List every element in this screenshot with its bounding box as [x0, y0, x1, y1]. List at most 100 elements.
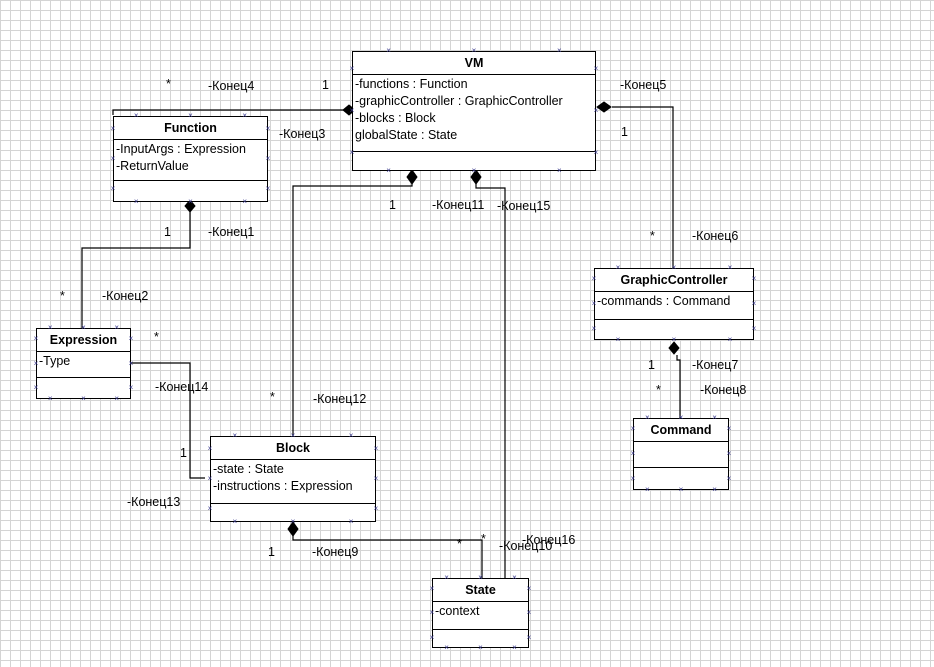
- end-label: -Конец4: [208, 79, 255, 93]
- end-label: -Конец12: [313, 392, 367, 406]
- selection-handle-icon: ×: [429, 583, 435, 593]
- selection-handle-icon: ×: [444, 643, 449, 652]
- end-label: -Конец15: [497, 199, 551, 213]
- selection-handle-icon: ×: [727, 335, 733, 344]
- selection-handle-icon: ×: [265, 123, 271, 133]
- composition-diamond: [596, 101, 612, 113]
- attribute-compartment: [634, 442, 728, 468]
- selection-handle-icon: ×: [712, 413, 717, 422]
- end-label: -Конец3: [279, 127, 326, 141]
- attribute-compartment: -context: [433, 602, 528, 630]
- selection-handle-icon: ×: [128, 358, 134, 368]
- selection-handle-icon: ×: [615, 263, 621, 272]
- selection-handle-icon: ×: [471, 166, 477, 175]
- multiplicity: *: [60, 289, 65, 303]
- class-block[interactable]: Block -state : State -instructions : Exp…: [210, 436, 376, 522]
- selection-handle-icon: ×: [133, 197, 139, 206]
- selection-handle-icon: ×: [526, 632, 532, 642]
- connector-vm-state: [475, 184, 506, 578]
- selection-handle-icon: ×: [242, 197, 248, 206]
- multiplicity: 1: [180, 446, 187, 460]
- attribute-compartment: -commands : Command: [595, 292, 753, 320]
- selection-handle-icon: ×: [593, 64, 599, 73]
- selection-handle-icon: ×: [188, 111, 193, 120]
- selection-handle-icon: ×: [373, 474, 379, 483]
- selection-handle-icon: ×: [726, 474, 732, 484]
- selection-handle-icon: ×: [114, 394, 120, 403]
- selection-handle-icon: ×: [33, 333, 39, 343]
- selection-handle-icon: ×: [265, 184, 271, 194]
- selection-handle-icon: ×: [33, 383, 39, 393]
- selection-handle-icon: ×: [207, 504, 213, 514]
- multiplicity: 1: [648, 358, 655, 372]
- attribute: globalState : State: [355, 128, 458, 142]
- selection-handle-icon: ×: [751, 273, 757, 283]
- attribute: -commands : Command: [597, 294, 731, 308]
- selection-handle-icon: ×: [593, 148, 599, 157]
- connector-vm-block: [292, 184, 413, 436]
- selection-handle-icon: ×: [512, 573, 517, 582]
- selection-handle-icon: ×: [526, 583, 532, 593]
- class-name: Expression: [37, 329, 130, 352]
- multiplicity: 1: [164, 225, 171, 239]
- end-label: -Конец2: [102, 289, 149, 303]
- class-state[interactable]: State -context: [432, 578, 529, 648]
- attribute: -blocks : Block: [355, 111, 436, 125]
- connector-graphiccontroller-command: [676, 355, 681, 418]
- connector-vm-graphiccontroller: [612, 106, 674, 268]
- class-command[interactable]: Command: [633, 418, 729, 490]
- selection-handle-icon: ×: [444, 573, 449, 582]
- attribute: -ReturnValue: [116, 159, 189, 173]
- selection-handle-icon: ×: [593, 106, 599, 115]
- end-label: -Конец10: [499, 539, 553, 553]
- attribute: -InputArgs : Expression: [116, 142, 246, 156]
- class-name: Command: [634, 419, 728, 442]
- selection-handle-icon: ×: [591, 273, 597, 283]
- class-name: State: [433, 579, 528, 602]
- selection-handle-icon: ×: [348, 431, 354, 440]
- multiplicity: *: [481, 532, 486, 546]
- selection-handle-icon: ×: [615, 335, 621, 344]
- connector-function-expression: [81, 212, 191, 328]
- attribute-compartment: -InputArgs : Expression -ReturnValue: [114, 140, 267, 181]
- selection-handle-icon: ×: [265, 154, 271, 163]
- selection-handle-icon: ×: [751, 299, 757, 308]
- end-label: -Конец16: [522, 533, 576, 547]
- attribute: -state : State: [213, 462, 284, 476]
- selection-handle-icon: ×: [232, 431, 238, 440]
- selection-handle-icon: ×: [671, 335, 677, 344]
- selection-handle-icon: ×: [429, 632, 435, 642]
- selection-handle-icon: ×: [110, 184, 116, 194]
- attribute-compartment: -functions : Function -graphicController…: [353, 75, 595, 152]
- selection-handle-icon: ×: [207, 443, 213, 453]
- selection-handle-icon: ×: [512, 643, 517, 652]
- selection-handle-icon: ×: [591, 324, 597, 334]
- selection-handle-icon: ×: [386, 166, 391, 175]
- selection-handle-icon: ×: [478, 643, 483, 652]
- selection-handle-icon: ×: [557, 166, 562, 175]
- multiplicity: *: [154, 330, 159, 344]
- selection-handle-icon: ×: [429, 608, 435, 617]
- selection-handle-icon: ×: [671, 263, 677, 272]
- composition-diamond: [406, 169, 418, 185]
- selection-handle-icon: ×: [188, 197, 193, 206]
- class-function[interactable]: Function -InputArgs : Expression -Return…: [113, 116, 268, 202]
- selection-handle-icon: ×: [386, 46, 391, 55]
- selection-handle-icon: ×: [373, 504, 379, 514]
- selection-handle-icon: ×: [290, 431, 296, 440]
- attribute: -functions : Function: [355, 77, 468, 91]
- class-expression[interactable]: Expression -Type: [36, 328, 131, 399]
- selection-handle-icon: ×: [133, 111, 139, 120]
- selection-handle-icon: ×: [630, 449, 636, 458]
- end-label: -Конец6: [692, 229, 739, 243]
- selection-handle-icon: ×: [726, 423, 732, 433]
- class-vm[interactable]: VM -functions : Function -graphicControl…: [352, 51, 596, 171]
- connector-vm-function: [112, 109, 343, 115]
- selection-handle-icon: ×: [242, 111, 248, 120]
- class-graphiccontroller[interactable]: GraphicController -commands : Command: [594, 268, 754, 340]
- attribute-compartment: -state : State -instructions : Expressio…: [211, 460, 375, 504]
- multiplicity: 1: [389, 198, 396, 212]
- connector-expression-block: [131, 362, 205, 479]
- selection-handle-icon: ×: [128, 333, 134, 343]
- attribute: -instructions : Expression: [213, 479, 353, 493]
